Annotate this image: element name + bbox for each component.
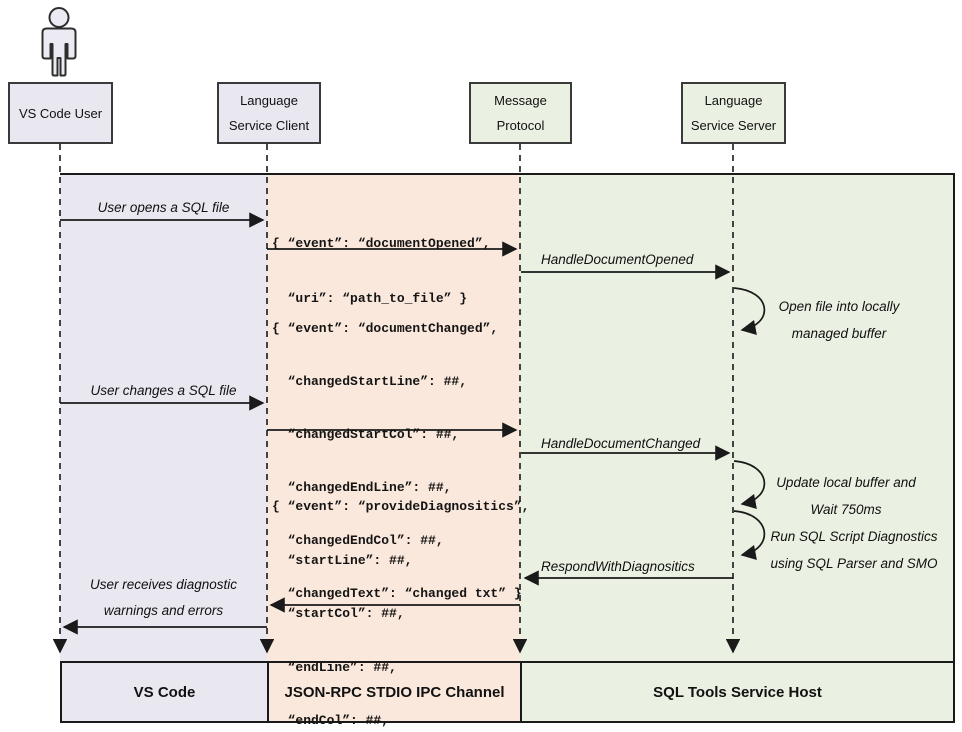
payload-line: { “event”: “documentOpened”, <box>272 236 491 251</box>
self-loop-update-buffer <box>733 460 766 509</box>
payload-line: “endCol”: ##, <box>272 713 390 728</box>
label-user-receives-diagnostics: User receives diagnostic warnings and er… <box>60 572 267 624</box>
payload-line: “uri”: “path_to_file” } <box>272 291 468 306</box>
label-respond-with-diagnostics: RespondWithDiagnositics <box>541 559 695 574</box>
self-loop-run-diagnostics <box>733 510 766 560</box>
actor-box-client-label-line1: Language <box>240 93 298 108</box>
actor-box-user: VS Code User <box>8 82 113 144</box>
actor-box-server: Language Service Server <box>681 82 786 144</box>
lane-band <box>60 173 955 662</box>
label-user-changes-file: User changes a SQL file <box>90 383 237 398</box>
note-run-diagnostics-line1: Run SQL Script Diagnostics <box>770 529 938 544</box>
payload-line: “changedEndLine”: ##, <box>272 480 452 495</box>
payload-line: “changedText”: “changed txt” } <box>272 586 522 601</box>
lane-vscode-background <box>60 175 267 662</box>
note-open-buffer: Open file into locally managed buffer <box>765 293 913 347</box>
label-user-receives-line2: warnings and errors <box>103 603 224 618</box>
payload-line: “changedEndCol”: ##, <box>272 533 444 548</box>
payload-line: “changedStartCol”: ##, <box>272 427 460 442</box>
label-handle-document-opened: HandleDocumentOpened <box>541 252 694 267</box>
payload-line: { “event”: “documentChanged”, <box>272 321 499 336</box>
note-run-diagnostics-line2: using SQL Parser and SMO <box>770 556 938 571</box>
actor-box-client: Language Service Client <box>217 82 321 144</box>
note-update-buffer-line1: Update local buffer and <box>776 475 916 490</box>
label-handle-document-changed: HandleDocumentChanged <box>541 436 701 451</box>
actor-box-protocol-label-line2: Protocol <box>496 118 545 133</box>
payload-document-changed: { “event”: “documentChanged”, “changedSt… <box>272 287 522 635</box>
bottom-box-service-host: SQL Tools Service Host <box>520 661 955 723</box>
note-update-buffer: Update local buffer and Wait 750ms <box>770 469 922 523</box>
actor-box-server-label-line1: Language <box>704 93 763 108</box>
note-open-buffer-line1: Open file into locally <box>778 299 900 314</box>
bottom-box-ipc-channel: JSON-RPC STDIO IPC Channel <box>267 661 522 723</box>
bottom-box-vscode-label: VS Code <box>133 683 196 701</box>
payload-line: “startCol”: ##, <box>272 606 405 621</box>
note-open-buffer-line2: managed buffer <box>791 326 887 341</box>
payload-line: “endLine”: ##, <box>272 659 397 675</box>
bottom-box-ipc-channel-label: JSON-RPC STDIO IPC Channel <box>284 683 505 701</box>
user-actor-icon <box>41 7 77 77</box>
label-user-opens-file: User opens a SQL file <box>97 200 230 215</box>
payload-document-opened: { “event”: “documentOpened”, “uri”: “pat… <box>272 201 490 341</box>
payload-line: { “event”: “provideDiagnositics”, <box>272 499 530 514</box>
actor-box-user-label: VS Code User <box>18 105 103 121</box>
label-user-receives-line1: User receives diagnostic <box>89 577 238 592</box>
actor-box-protocol: Message Protocol <box>469 82 572 144</box>
bottom-box-vscode: VS Code <box>60 661 269 723</box>
self-loop-open-buffer <box>733 287 766 335</box>
bottom-box-service-host-label: SQL Tools Service Host <box>653 683 822 701</box>
payload-line: “startLine”: ##, <box>272 552 413 568</box>
lane-ipc-background <box>267 175 520 662</box>
note-run-diagnostics: Run SQL Script Diagnostics using SQL Par… <box>770 523 938 577</box>
note-update-buffer-line2: Wait 750ms <box>810 502 882 517</box>
actor-box-server-label-line2: Service Server <box>690 118 777 133</box>
lane-host-background <box>520 175 953 662</box>
actor-box-protocol-label-line1: Message <box>494 93 547 108</box>
actor-box-client-label-line2: Service Client <box>228 118 310 133</box>
payload-line: “changedStartLine”: ##, <box>272 374 468 389</box>
payload-provide-diagnostics: { “event”: “provideDiagnositics”, “start… <box>272 465 529 732</box>
